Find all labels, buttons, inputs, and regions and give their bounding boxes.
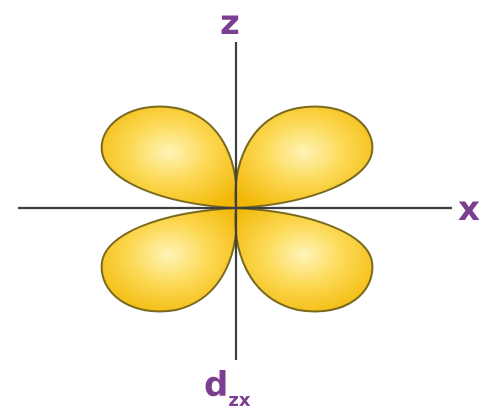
- lobe-lower-left: [100, 206, 238, 313]
- lobe-upper-left: [100, 105, 238, 210]
- lobe-lower-right: [234, 206, 374, 313]
- lobe-upper-right: [234, 105, 374, 210]
- orbital-lobes: [100, 105, 374, 313]
- x-axis-label: x: [458, 189, 480, 229]
- orbital-name-label: dzx: [204, 365, 251, 411]
- orbital-symbol: d: [204, 365, 228, 405]
- orbital-subscript: zx: [228, 390, 250, 411]
- z-axis-label: z: [220, 3, 240, 43]
